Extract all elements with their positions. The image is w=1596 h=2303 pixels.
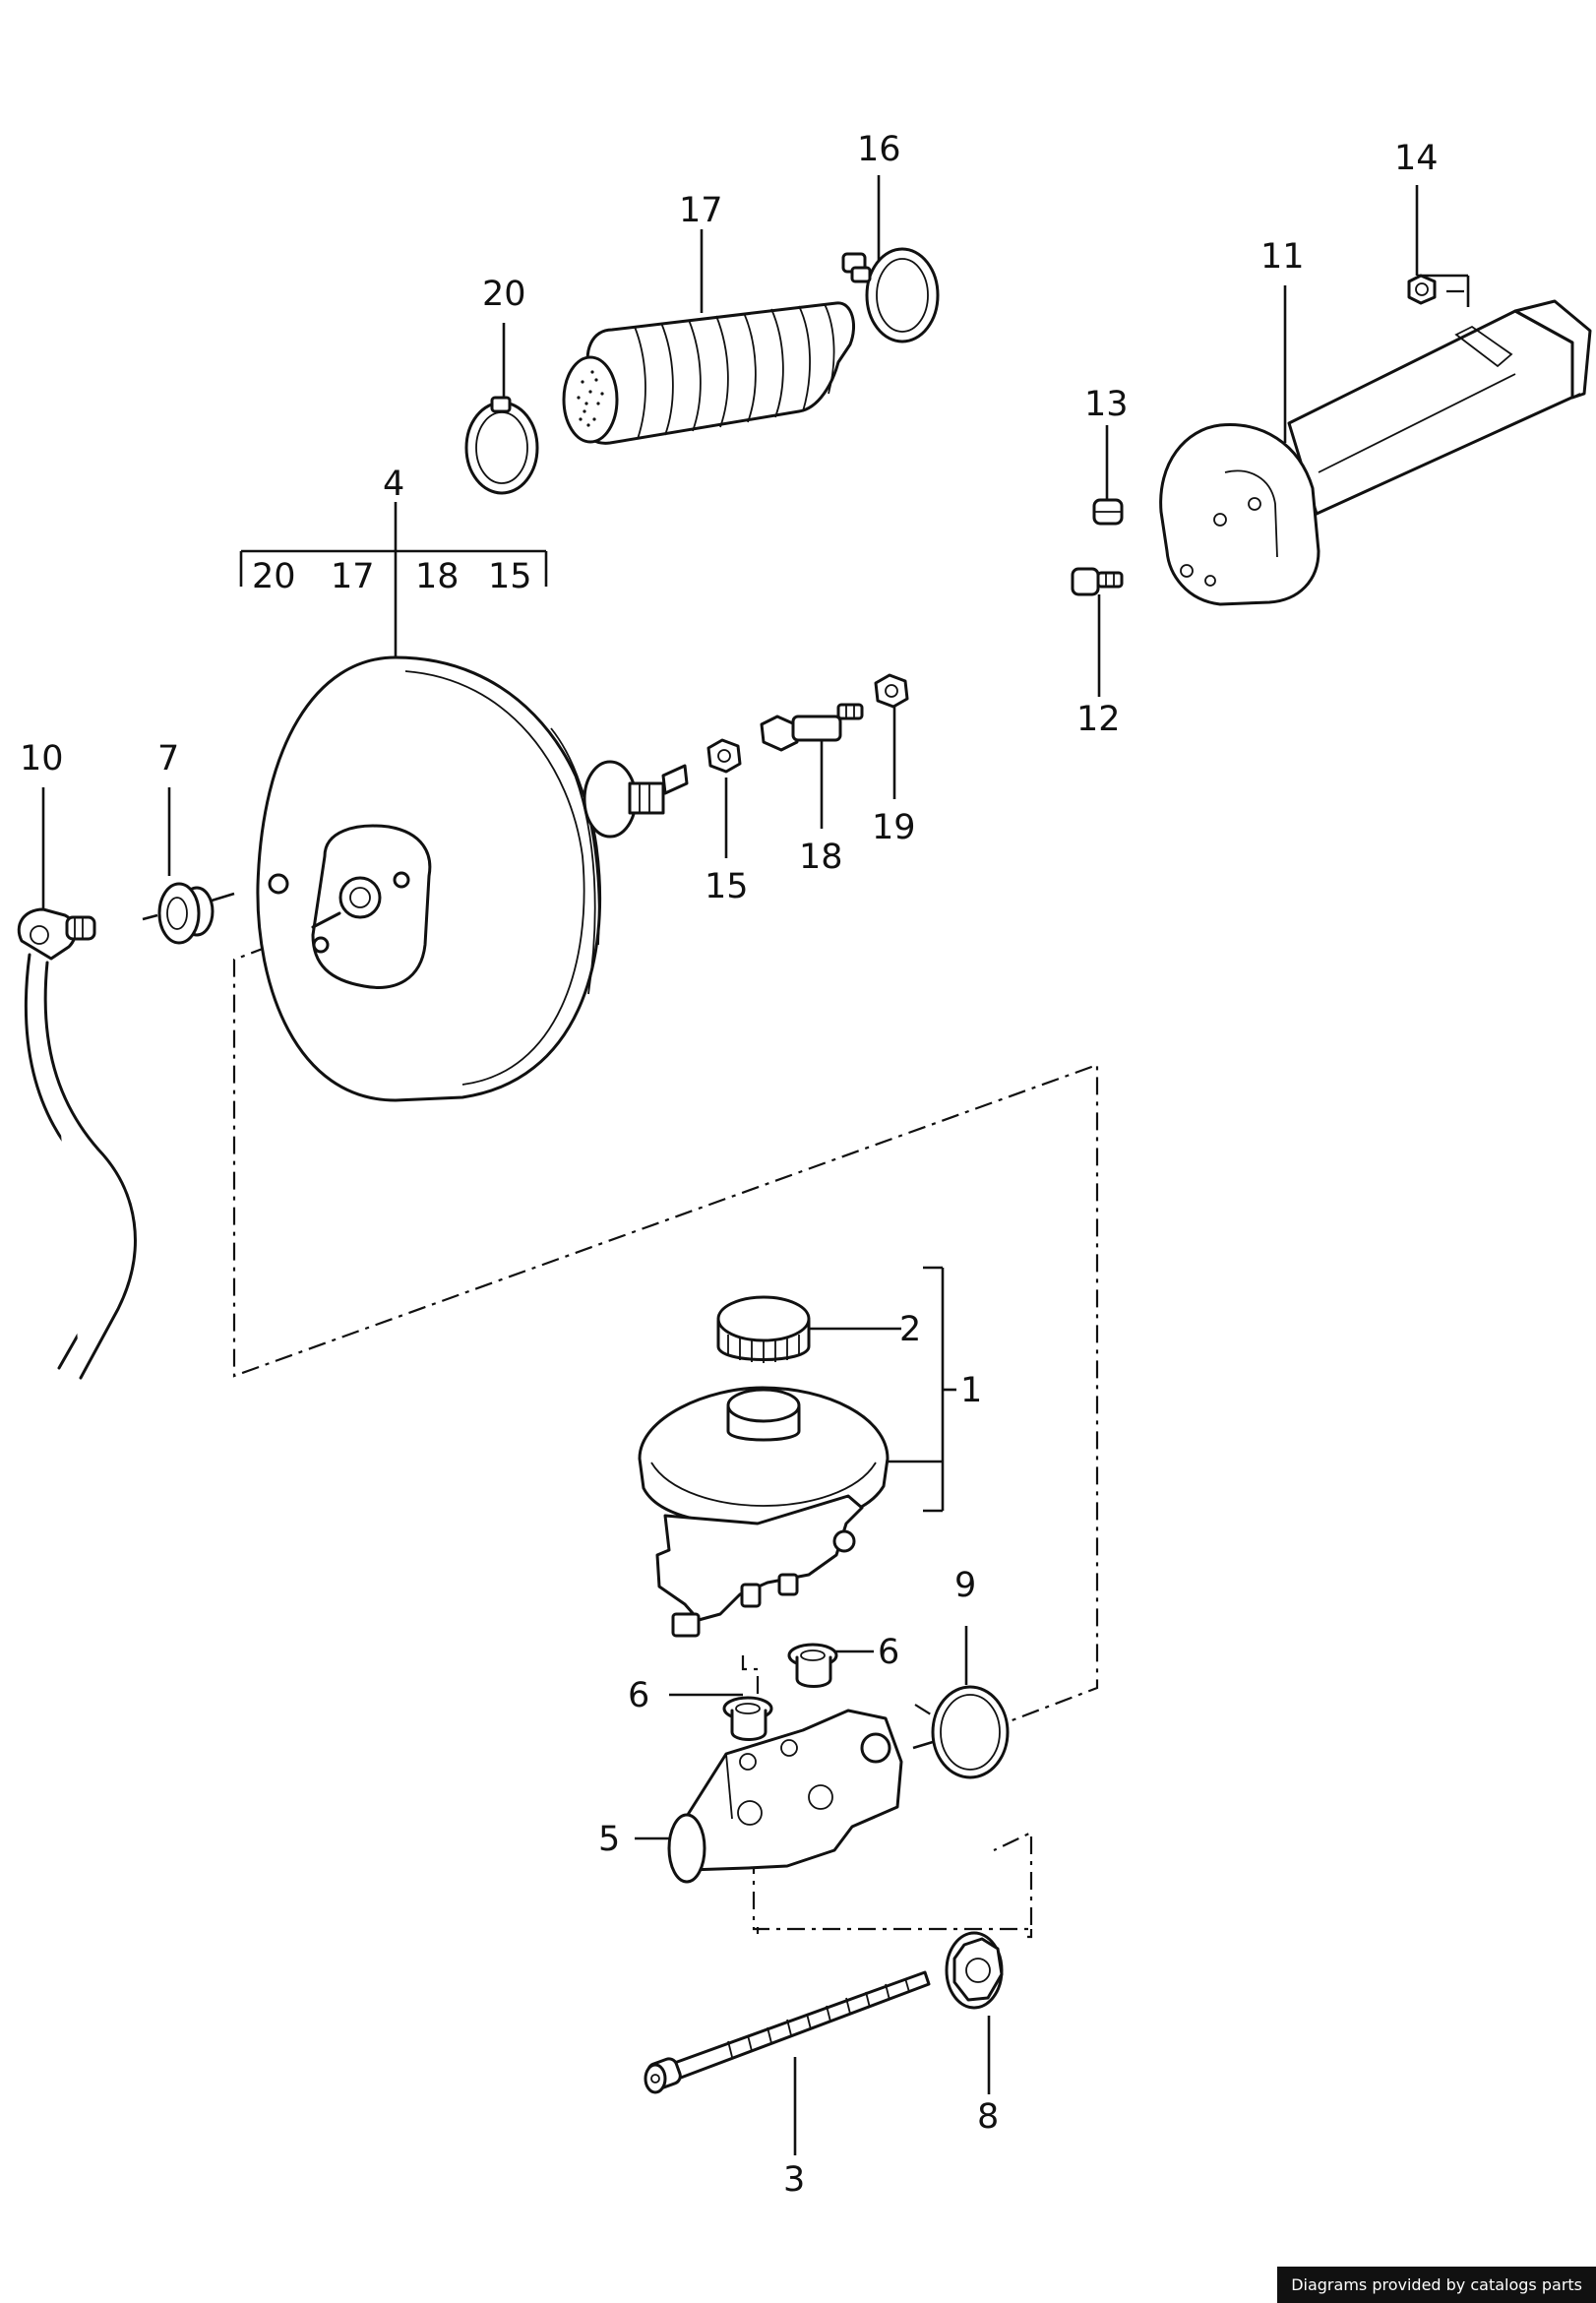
- hose-clamp-part-20[interactable]: [464, 396, 539, 495]
- callout-9: 9: [954, 1566, 976, 1605]
- long-bolt-part-3[interactable]: [644, 1970, 931, 2094]
- callout-14: 14: [1394, 139, 1439, 178]
- pin-part-18[interactable]: [760, 703, 864, 752]
- callout-4: 4: [383, 465, 404, 504]
- nut-part-13[interactable]: [1092, 498, 1124, 526]
- grommet-part-7[interactable]: [142, 882, 235, 945]
- kit-4-item-20: 20: [252, 557, 296, 596]
- fluid-reservoir-part-1[interactable]: [638, 1386, 890, 1638]
- o-ring-part-9[interactable]: [912, 1685, 1010, 1779]
- hose-clamp-part-16[interactable]: [841, 247, 940, 343]
- leader-lines: [41, 175, 1470, 2155]
- kit-4-item-17: 17: [331, 557, 375, 596]
- callout-13: 13: [1084, 385, 1129, 424]
- master-cylinder-part-5[interactable]: [667, 1709, 903, 1884]
- nut-part-19[interactable]: [874, 673, 909, 709]
- bellows-boot-part-17[interactable]: [562, 301, 855, 445]
- seal-part-6-left[interactable]: [722, 1696, 773, 1741]
- callout-2: 2: [899, 1310, 921, 1349]
- callout-3: 3: [783, 2160, 805, 2200]
- callout-20: 20: [482, 275, 526, 314]
- kit-4-item-15: 15: [488, 557, 532, 596]
- bracket-part-11[interactable]: [1159, 299, 1592, 606]
- callout-5: 5: [598, 1820, 620, 1859]
- nut-part-14[interactable]: [1407, 274, 1437, 305]
- callout-18: 18: [799, 838, 843, 877]
- brake-booster-part-4[interactable]: [256, 655, 689, 1102]
- kit-4-item-18: 18: [415, 557, 460, 596]
- callout-11: 11: [1260, 237, 1305, 277]
- callout-1: 1: [960, 1371, 982, 1410]
- reservoir-cap-part-2[interactable]: [716, 1295, 811, 1363]
- callout-6-right: 6: [878, 1633, 899, 1672]
- vacuum-hose-part-10[interactable]: [17, 907, 137, 1380]
- callout-16: 16: [857, 130, 901, 169]
- callout-6-left: 6: [628, 1676, 649, 1715]
- callout-15: 15: [705, 867, 749, 906]
- callout-7: 7: [157, 739, 179, 778]
- callout-19: 19: [872, 808, 916, 847]
- diagram-credit: Diagrams provided by catalogs parts: [1277, 2267, 1596, 2303]
- callout-8: 8: [977, 2097, 999, 2137]
- callout-labels: 16 17 20 4 20 17 18 15 14 11 13 12 15 18…: [20, 130, 1439, 2200]
- assembly-lines: [232, 289, 1468, 1939]
- bolt-part-12[interactable]: [1071, 567, 1124, 596]
- seal-part-6-right[interactable]: [787, 1643, 838, 1688]
- nut-part-15[interactable]: [706, 738, 742, 774]
- callout-12: 12: [1076, 700, 1121, 739]
- callout-17: 17: [679, 191, 723, 230]
- flange-nut-part-8[interactable]: [945, 1931, 1004, 2010]
- callout-10: 10: [20, 739, 64, 778]
